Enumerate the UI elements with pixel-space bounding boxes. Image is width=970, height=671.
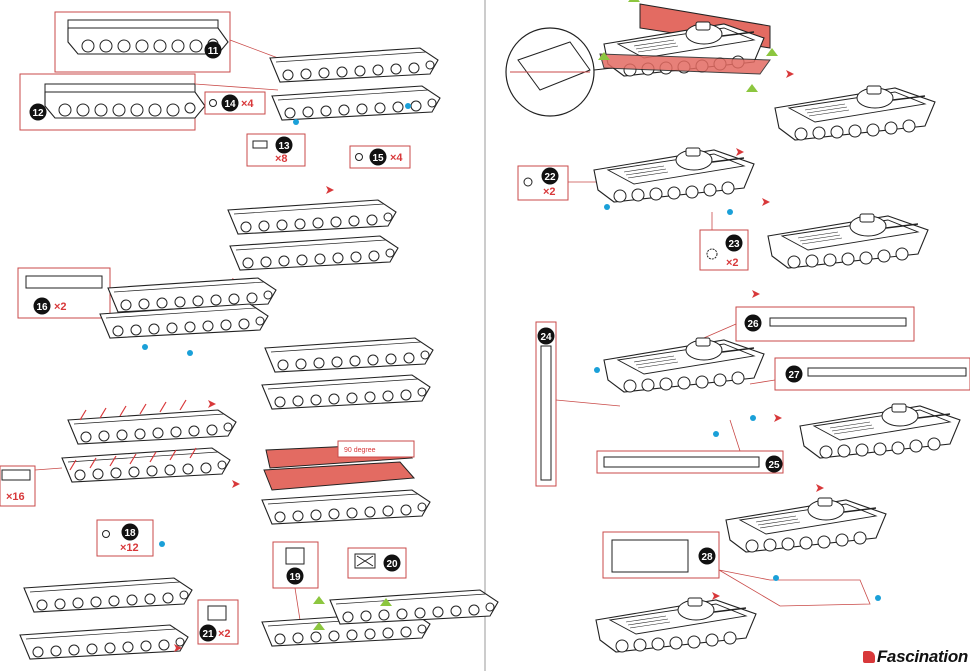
step-17-qty: ×16 xyxy=(6,491,25,503)
flow-arrow xyxy=(752,290,760,298)
flow-arrow xyxy=(736,148,744,156)
step-12-number: 12 xyxy=(32,108,44,119)
flow-arrow xyxy=(326,186,334,194)
tank-step-c xyxy=(767,213,929,269)
step-11-callout: 11 xyxy=(54,11,279,73)
step-14-number: 14 xyxy=(224,99,236,110)
track-assembly-middle xyxy=(227,199,399,271)
step-15-qty: ×4 xyxy=(390,152,403,164)
step-26-callout: 26 xyxy=(689,306,915,345)
track-assembly-bottom-left xyxy=(19,577,193,660)
bend-angle-note: 90 degree xyxy=(344,447,376,454)
step-15-callout: 15 ×4 xyxy=(349,145,411,169)
blue-marker xyxy=(594,367,600,373)
track-assembly-top xyxy=(269,47,441,125)
step-28-callout: 28 xyxy=(602,531,871,607)
step-20-number: 20 xyxy=(386,559,398,570)
step-18-qty: ×12 xyxy=(120,542,139,554)
step-16-qty: ×2 xyxy=(54,301,67,313)
tank-step-d xyxy=(603,337,765,393)
step-13-qty: ×8 xyxy=(275,153,288,165)
flow-arrow xyxy=(232,480,240,488)
step-25-callout: 25 xyxy=(596,419,784,474)
step-21-qty: ×2 xyxy=(218,628,231,640)
step-21-number: 21 xyxy=(202,629,214,640)
tank-step-f xyxy=(725,497,887,553)
blue-marker xyxy=(750,415,756,421)
flow-arrow xyxy=(712,592,720,600)
blue-marker xyxy=(727,209,733,215)
step-28-number: 28 xyxy=(701,552,713,563)
step-22-qty: ×2 xyxy=(543,186,556,198)
step-25-number: 25 xyxy=(768,460,780,471)
step-23-callout: 23 ×2 xyxy=(699,212,749,271)
step-26-number: 26 xyxy=(747,319,759,330)
step-14-callout: 14 ×4 xyxy=(204,91,266,115)
tank-step-b xyxy=(593,147,755,203)
flow-arrow xyxy=(816,484,824,492)
tank-step-a xyxy=(774,85,936,141)
track-assembly-bottom-right xyxy=(261,589,499,647)
flow-arrow xyxy=(786,70,794,78)
step-11-number: 11 xyxy=(208,46,219,57)
blue-marker xyxy=(875,595,881,601)
step-23-number: 23 xyxy=(728,239,740,250)
blue-marker xyxy=(773,575,779,581)
step-13-callout: 13 ×8 xyxy=(246,133,306,167)
tank-top-detail xyxy=(598,0,778,92)
flow-arrow xyxy=(762,198,770,206)
tank-step-e xyxy=(799,403,961,459)
brand-mark-icon xyxy=(862,651,875,663)
step-15-number: 15 xyxy=(372,153,384,164)
bend-step: 90 degree xyxy=(261,440,431,525)
track-assembly-step-16 xyxy=(99,277,277,356)
step-24-number: 24 xyxy=(540,332,552,343)
step-13-number: 13 xyxy=(278,141,290,152)
step-22-number: 22 xyxy=(544,172,556,183)
brand-logo: Fascination xyxy=(862,647,968,667)
step-14-qty: ×4 xyxy=(241,98,254,110)
step-16-number: 16 xyxy=(36,302,48,313)
step-24-callout: 24 xyxy=(535,321,621,487)
step-22-callout: 22 ×2 xyxy=(517,165,600,201)
step-19-number: 19 xyxy=(289,572,301,583)
step-21-callout: 21 ×2 xyxy=(197,599,239,645)
flow-arrow xyxy=(208,400,216,408)
step-27-callout: 27 xyxy=(749,357,970,391)
detail-magnifier xyxy=(505,27,613,117)
blue-marker xyxy=(713,431,719,437)
step-27-number: 27 xyxy=(788,370,800,381)
flow-arrow xyxy=(774,414,782,422)
step-18-number: 18 xyxy=(124,528,136,539)
step-23-qty: ×2 xyxy=(726,257,739,269)
step-18-callout: 18 ×12 xyxy=(96,519,165,557)
step-20-callout: 20 xyxy=(347,547,407,579)
track-assembly-right-1 xyxy=(261,337,434,410)
blue-marker xyxy=(604,204,610,210)
step-12-callout: 12 xyxy=(19,73,279,131)
tank-final xyxy=(595,597,757,653)
brand-name: Fascination xyxy=(876,647,968,666)
step-17-callout: ×16 xyxy=(0,465,63,507)
step-19-callout: 19 xyxy=(272,541,319,621)
track-assembly-step-17 xyxy=(61,399,237,483)
